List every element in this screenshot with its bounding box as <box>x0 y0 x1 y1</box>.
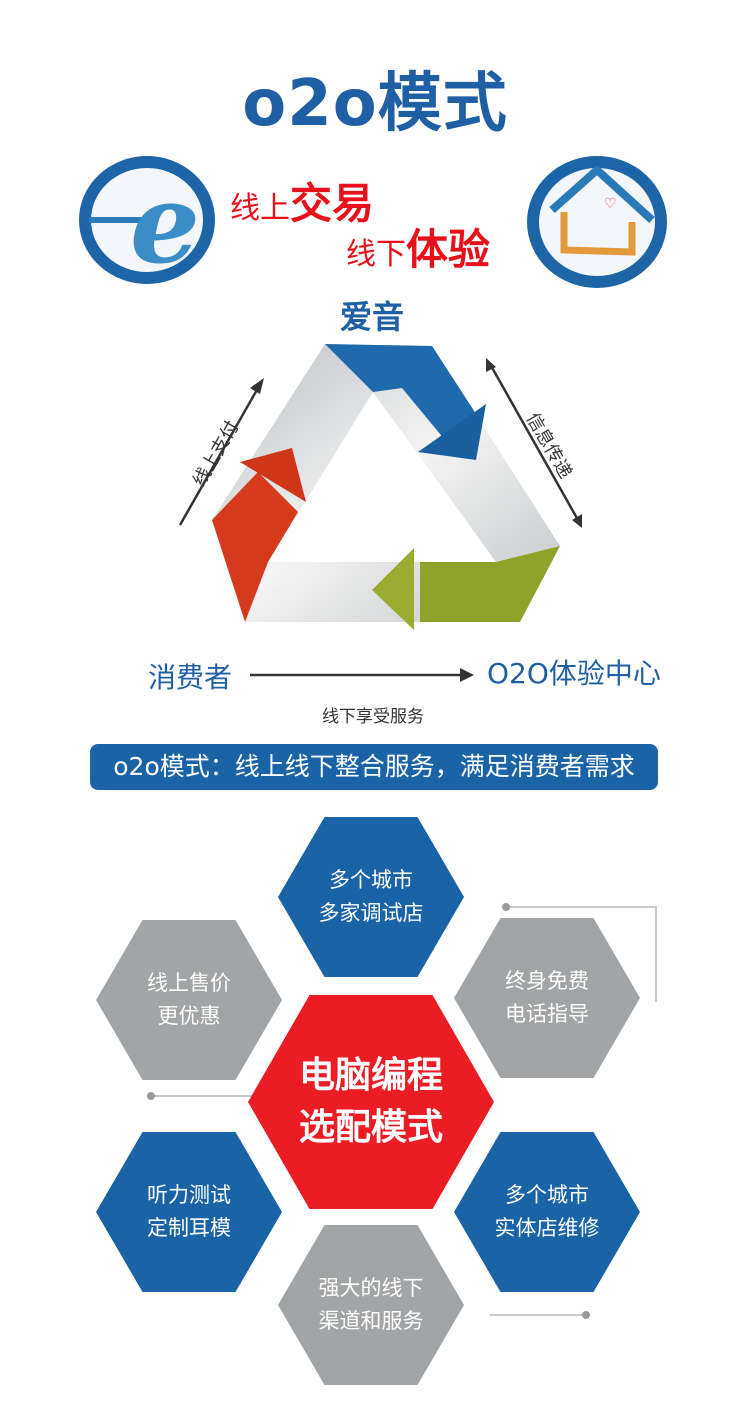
slogan-small: 线下 <box>346 237 406 272</box>
slogan-line-2: 线下体验 <box>346 216 490 277</box>
green-arrowhead <box>372 548 414 630</box>
hex-text: 多个城市 <box>505 1183 589 1207</box>
e-commerce-logo-icon: e <box>79 156 215 288</box>
svg-text:e: e <box>130 159 200 288</box>
hex-text: 多家调试店 <box>318 901 424 925</box>
hex-text: 强大的线下 <box>318 1276 424 1300</box>
hex-offline-channels: 强大的线下渠道和服务 <box>278 1225 464 1385</box>
hex-city-stores: 多个城市多家调试店 <box>278 817 464 977</box>
slogan-line-1: 线上交易 <box>230 170 374 231</box>
hex-hearing-test: 听力测试定制耳模 <box>96 1132 282 1292</box>
blue-arrowhead <box>418 404 486 460</box>
offline-service-label: 线下享受服务 <box>322 707 424 727</box>
o2o-banner: o2o模式：线上线下整合服务，满足消费者需求 <box>90 744 658 790</box>
cycle-top-label: 爱音 <box>340 298 405 336</box>
slogan-small: 线上 <box>230 191 290 226</box>
hex-online-price: 线上售价更优惠 <box>96 920 282 1080</box>
hex-text: 选配模式 <box>298 1107 443 1148</box>
left-arrow <box>178 387 260 526</box>
hex-store-repair: 多个城市实体店维修 <box>454 1132 640 1292</box>
hex-text: 多个城市 <box>329 868 413 892</box>
o2o-center-label: O2O体验中心 <box>487 657 661 690</box>
decor-dot <box>502 903 510 911</box>
hex-phone-guidance: 终身免费电话指导 <box>454 918 640 1078</box>
slogan-large: 体验 <box>406 225 491 274</box>
hex-text: 实体店维修 <box>494 1216 600 1240</box>
hex-text: 定制耳模 <box>147 1216 231 1240</box>
hex-center-mode: 电脑编程选配模式 <box>248 995 494 1209</box>
house-logo-icon: ♡ <box>527 156 667 288</box>
red-arrow <box>212 472 298 622</box>
hex-text: 电话指导 <box>505 1002 589 1026</box>
hex-text: 更优惠 <box>157 1004 221 1028</box>
hex-text: 终身免费 <box>505 969 589 993</box>
hex-text: 渠道和服务 <box>318 1309 424 1333</box>
decor-dot <box>582 1311 590 1319</box>
page-title: o2o模式 <box>242 67 508 141</box>
hex-text: 线上售价 <box>147 971 231 995</box>
blue-arrow <box>325 344 480 440</box>
slogan-large: 交易 <box>290 179 375 228</box>
hex-text: 电脑编程 <box>298 1055 443 1096</box>
hex-text: 听力测试 <box>147 1183 231 1207</box>
consumer-label: 消费者 <box>148 661 233 694</box>
right-arrow <box>488 363 580 521</box>
svg-text:♡: ♡ <box>604 196 617 212</box>
cycle-diagram <box>178 344 582 682</box>
red-arrowhead <box>240 448 306 502</box>
decor-dot <box>147 1092 155 1100</box>
green-arrow <box>420 546 560 622</box>
